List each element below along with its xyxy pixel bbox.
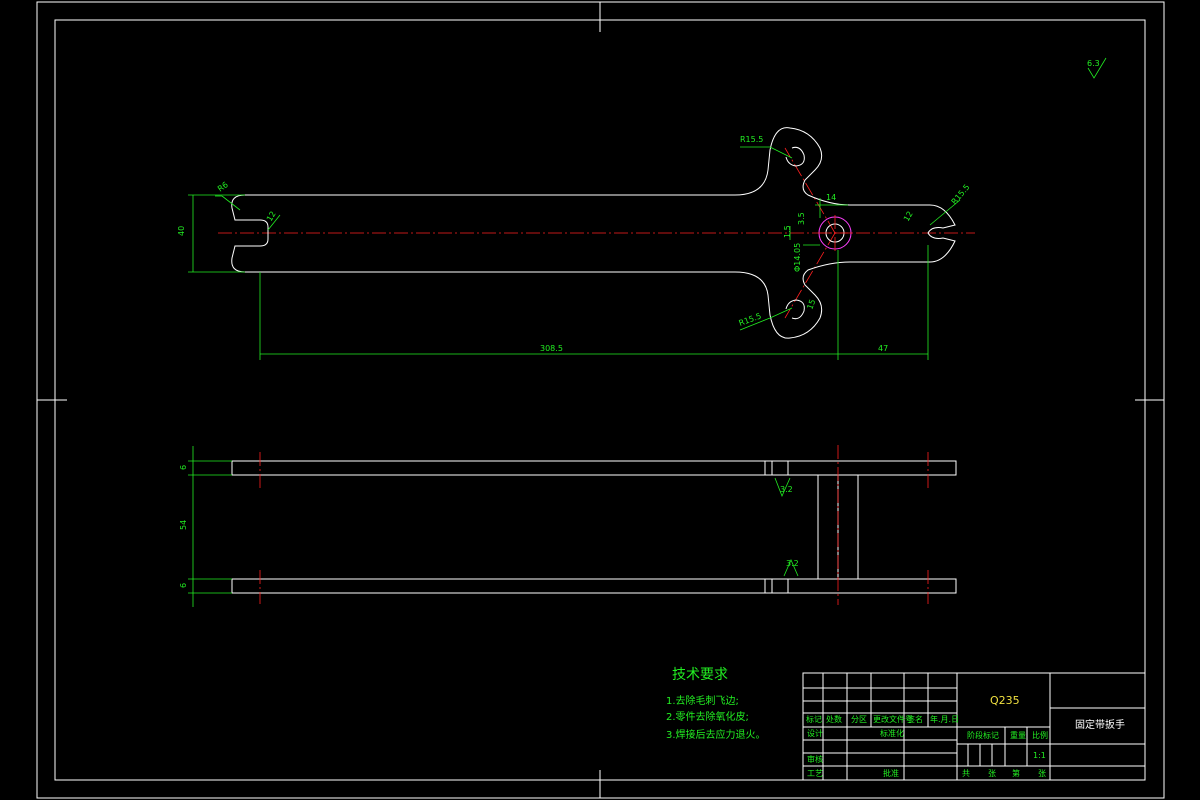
svg-text:标记: 标记: [806, 714, 822, 724]
svg-text:签名: 签名: [907, 714, 923, 724]
svg-text:R15.5: R15.5: [740, 135, 763, 144]
svg-text:12: 12: [902, 210, 915, 223]
svg-text:12: 12: [265, 210, 278, 223]
svg-text:47: 47: [878, 344, 888, 353]
svg-text:1:1: 1:1: [1033, 751, 1046, 760]
bottom-plate: [231, 578, 957, 594]
title-block: Q235 固定带扳手 标记 处数 分区 更改文件号 签名 年.月.日 设计 标准…: [802, 672, 1146, 781]
centerline-upper-fork: [784, 147, 836, 234]
svg-text:阶段标记: 阶段标记: [967, 730, 999, 740]
svg-text:设计: 设计: [807, 728, 823, 738]
svg-text:1.5: 1.5: [783, 225, 792, 238]
svg-text:14: 14: [826, 193, 836, 202]
svg-text:第: 第: [1012, 768, 1020, 778]
tech-item-2: 2.零件去除氧化皮;: [666, 710, 749, 723]
svg-text:R15.5: R15.5: [950, 183, 972, 207]
svg-text:分区: 分区: [851, 715, 867, 724]
svg-text:3.2: 3.2: [786, 559, 799, 568]
svg-text:更改文件号: 更改文件号: [873, 714, 913, 724]
svg-text:54: 54: [179, 520, 188, 530]
outer-border: [36, 1, 1165, 799]
svg-text:标准化: 标准化: [880, 728, 904, 738]
svg-text:6: 6: [179, 465, 188, 470]
roughness-symbol: 6.3: [1087, 57, 1107, 79]
svg-text:批准: 批准: [883, 768, 899, 778]
top-plate: [231, 460, 957, 476]
svg-text:6: 6: [179, 583, 188, 588]
svg-text:审核: 审核: [807, 754, 823, 764]
svg-text:308.5: 308.5: [540, 344, 563, 353]
inner-border: [54, 19, 1146, 781]
svg-text:处数: 处数: [826, 714, 842, 724]
part-name: 固定带扳手: [1075, 718, 1125, 731]
svg-text:工艺: 工艺: [807, 769, 823, 778]
tech-requirements: 技术要求 1.去除毛刺飞边; 2.零件去除氧化皮; 3.焊接后去应力退火。: [666, 667, 766, 741]
svg-text:3.2: 3.2: [780, 485, 793, 494]
svg-text:张: 张: [1038, 769, 1046, 778]
svg-text:年.月.日: 年.月.日: [930, 714, 959, 724]
svg-text:3.5: 3.5: [797, 212, 806, 225]
svg-text:40: 40: [177, 226, 186, 236]
svg-text:R6: R6: [216, 180, 230, 193]
wrench-top-view: [218, 127, 975, 339]
svg-text:张: 张: [988, 769, 996, 778]
side-view-dimensions: 6 54 6 3.2 3.2: [179, 446, 799, 607]
top-view-dimensions: 40 R6 12 308.5 47 R15.5 R15.5 15 R15.5 1…: [177, 135, 972, 360]
svg-text:Φ14.05: Φ14.05: [793, 243, 802, 272]
svg-text:重量: 重量: [1010, 730, 1026, 740]
side-view: [231, 445, 957, 605]
svg-text:15: 15: [805, 298, 817, 311]
svg-text:6.3: 6.3: [1087, 59, 1100, 68]
material: Q235: [990, 694, 1020, 707]
tech-title: 技术要求: [672, 667, 728, 683]
svg-text:R15.5: R15.5: [738, 311, 763, 327]
tech-item-3: 3.焊接后去应力退火。: [666, 728, 766, 741]
svg-text:比例: 比例: [1032, 730, 1048, 740]
svg-text:共: 共: [962, 769, 970, 778]
tech-item-1: 1.去除毛刺飞边;: [666, 694, 739, 707]
centerline-lower-fork: [784, 232, 836, 319]
